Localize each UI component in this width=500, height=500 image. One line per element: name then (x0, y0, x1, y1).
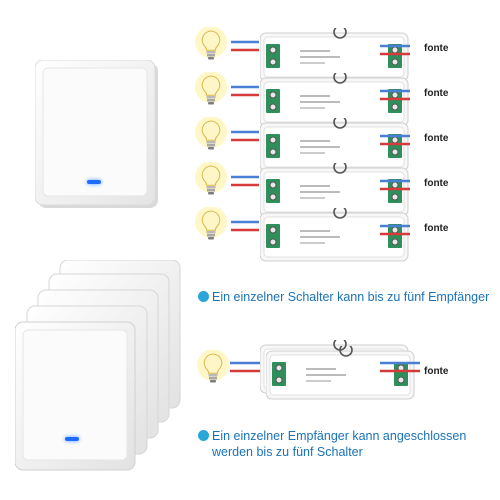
receiver-module (260, 118, 410, 173)
wire-pair (380, 133, 410, 147)
wire-pair (231, 129, 259, 143)
source-label: fonte (424, 223, 449, 234)
wire-pair (380, 43, 410, 57)
bullet-icon (198, 430, 209, 441)
caption-one-switch: Ein einzelner Schalter kann bis zu fünf … (198, 289, 498, 325)
source-label: fonte (424, 133, 449, 144)
wire-pair (380, 223, 410, 237)
wire-pair (380, 360, 420, 374)
source-label-column: fonte fonte fonte fonte fonte (380, 0, 500, 260)
receiver-module (260, 28, 410, 83)
source-label: fonte (424, 366, 449, 377)
light-bulb-icon (193, 162, 229, 198)
wire-pair (380, 88, 410, 102)
light-bulb-icon (193, 72, 229, 108)
wire-pair (231, 84, 259, 98)
light-bulb-icon (193, 117, 229, 153)
led-indicator (65, 437, 79, 441)
wire-pair (231, 174, 259, 188)
light-bulb-icon (193, 207, 229, 243)
wire-pair (231, 39, 259, 53)
receiver-module (266, 346, 416, 401)
source-label: fonte (424, 178, 449, 189)
wall-switch-stack (15, 260, 185, 475)
source-label: fonte (424, 43, 449, 54)
light-bulb-icon (193, 27, 229, 63)
caption-one-receiver: Ein einzelner Empfänger kann angeschloss… (198, 428, 498, 464)
top-diagram: fonte fonte fonte fonte fonte (35, 0, 500, 262)
wire-pair (231, 219, 259, 233)
bottom-diagram: fonte (190, 330, 500, 420)
light-bulb-icon (195, 350, 231, 386)
receiver-module (260, 208, 410, 263)
bulb-column (193, 27, 233, 250)
bullet-icon (198, 291, 209, 302)
receiver-module (260, 163, 410, 218)
caption-text: Ein einzelner Schalter kann bis zu fünf … (212, 290, 490, 304)
wire-pair (380, 178, 410, 192)
wall-switch-single (35, 60, 160, 210)
wire-pair (230, 360, 260, 374)
source-label: fonte (424, 88, 449, 99)
caption-text: Ein einzelner Empfänger kann angeschloss… (212, 429, 467, 459)
led-indicator (87, 180, 101, 184)
receiver-stack (230, 15, 425, 280)
